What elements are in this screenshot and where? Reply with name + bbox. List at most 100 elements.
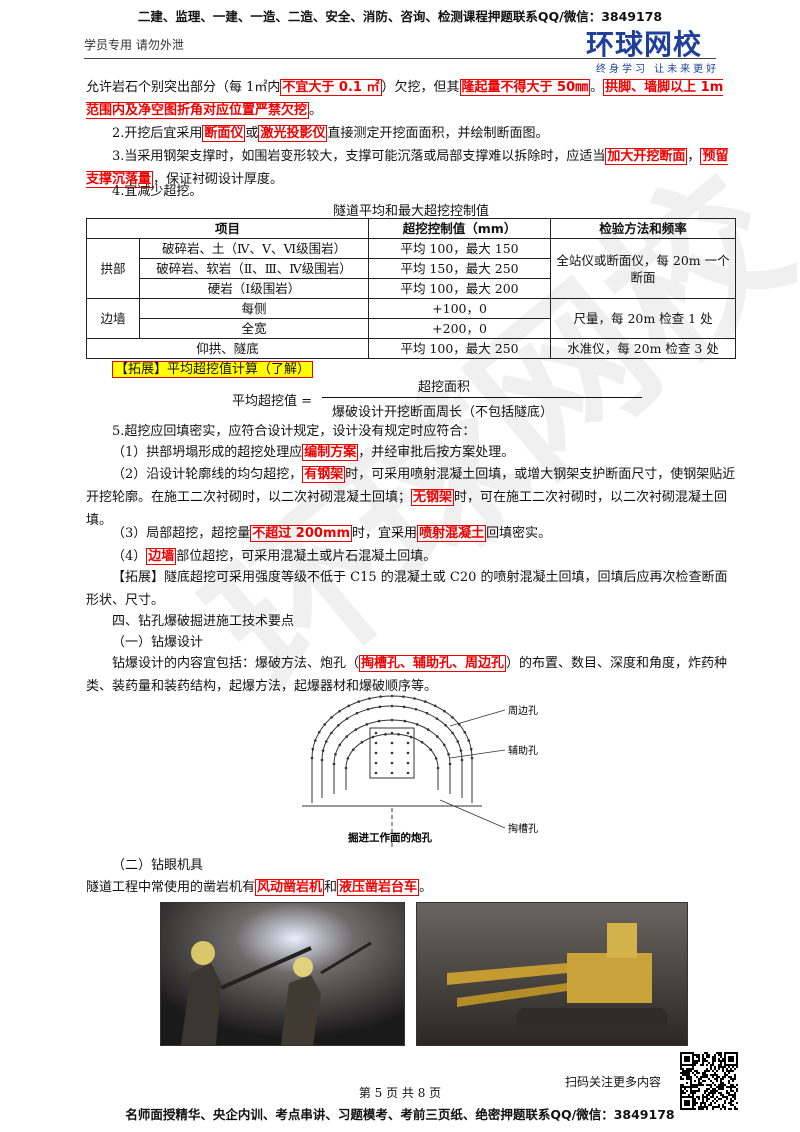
cut-hole-dot — [374, 761, 378, 765]
subheading-drilling-tools: （二）钻眼机具 — [112, 858, 204, 873]
diagram-caption: 掘进工作面的炮孔 — [348, 831, 432, 844]
blast-hole-dot — [313, 739, 317, 742]
blast-hole-dot — [321, 749, 325, 752]
blast-hole-dot — [402, 695, 405, 698]
logo-slogan: 终身学习 让未来更好 — [596, 64, 720, 75]
blast-hole-dot — [324, 740, 328, 743]
highlight: 加大开挖断面 — [605, 148, 688, 165]
paragraph-9: （4）边墙部位超挖，可采用混凝土或片石混凝土回填。 — [112, 548, 437, 565]
cut-hole-dot — [406, 761, 410, 765]
blast-hole-dot — [323, 723, 326, 726]
paragraph-11: 钻爆设计的内容宜包括：爆破方法、炮孔（掏槽孔、辅助孔、周边孔）的布置、数目、深度… — [86, 655, 728, 694]
table-row: 全宽 +200，0 — [87, 318, 736, 339]
blast-hole-dot — [456, 740, 460, 743]
cut-hole-dot — [406, 751, 410, 755]
blast-hole-dot — [345, 717, 349, 720]
blast-hole-dot — [444, 723, 447, 727]
blast-hole-dot — [433, 704, 437, 708]
highlight: 隆起量不得大于 50㎜ — [459, 79, 591, 96]
blast-hole-dot — [436, 735, 439, 738]
blast-hole-dot — [467, 739, 471, 742]
blast-hole-dot — [470, 756, 474, 760]
blast-hole-dot — [379, 695, 382, 698]
blast-hole-dot — [415, 723, 419, 726]
cut-hole-dot — [406, 731, 410, 735]
blast-hole-dot — [463, 730, 467, 734]
blast-hole-dot — [377, 719, 381, 723]
blast-hole-dot — [448, 762, 452, 766]
paragraph-5: 5.超挖应回填密实，应符合设计规定，设计没有规定时应符合： — [112, 424, 476, 439]
blast-hole-dot — [425, 711, 429, 715]
qr-code[interactable] — [680, 1052, 738, 1110]
blast-hole-dot — [355, 711, 359, 715]
highlight: 不超过 200mm — [250, 525, 353, 542]
logo-text: 环球网校 — [586, 28, 703, 61]
blast-hole-dot — [320, 758, 324, 762]
blast-hole-dot — [390, 718, 394, 722]
table-row: 边墙 每侧 +100，0 尺量，每 20m 检查 1 处 — [86, 298, 736, 339]
highlight: 无钢架 — [411, 489, 455, 506]
blast-hole-dot — [402, 705, 406, 709]
paragraph-2: 2.开挖后宜采用断面仪或激光投影仪直接测定开挖面面积，并绘制断面图。 — [112, 125, 549, 142]
highlight: 有钢架 — [302, 466, 346, 483]
top-banner: 二建、监理、一建、一造、二造、安全、消防、咨询、检测课程押题联系QQ/微信：38… — [137, 9, 663, 24]
cut-hole-dot — [374, 731, 378, 735]
table-row: 破碎岩、软岩（Ⅱ、Ⅲ、Ⅳ级围岩） 平均 150，最大 250 — [87, 258, 736, 279]
blast-hole-dot — [344, 766, 348, 770]
student-note: 学员专用 请勿外泄 — [84, 38, 184, 52]
blast-hole-dot — [346, 757, 350, 760]
overbreak-table: 项目 超挖控制值（mm） 检验方法和频率 拱部 破碎岩、土（Ⅳ、Ⅴ、Ⅵ级围岩） … — [85, 218, 736, 359]
highlight: 风动凿岩机 — [255, 879, 325, 896]
table-row: 拱部 破碎岩、土（Ⅳ、Ⅴ、Ⅵ级围岩） 平均 100，最大 150 全站仪或断面仪… — [86, 238, 736, 299]
blast-hole-dot — [317, 730, 321, 734]
paragraph-10: 【拓展】隧底超挖可采用强度等级不低于 C15 的混凝土或 C20 的喷射混凝土回… — [86, 570, 728, 608]
blast-hole-dot — [451, 716, 454, 719]
blast-hole-dot — [426, 728, 430, 731]
highlight: 边墙 — [146, 548, 177, 565]
blast-hole-dot — [390, 704, 394, 708]
blast-hole-dot — [338, 709, 341, 713]
cut-hole-dot — [390, 771, 394, 775]
blast-hole-dot — [354, 728, 358, 731]
blast-hole-dot — [460, 758, 464, 762]
blast-hole-dot — [330, 716, 333, 719]
highlight: 断面仪 — [202, 125, 246, 142]
cut-hole-dot — [390, 741, 394, 745]
blast-hole-dot — [420, 741, 424, 744]
cut-hole-dot — [406, 771, 410, 775]
page-number: 第 5 页 共 8 页 — [358, 1086, 442, 1100]
blast-hole-dot — [434, 757, 438, 760]
cut-hole-dot — [374, 751, 378, 755]
blast-hole-dot — [384, 733, 387, 736]
paragraph-6: （1）拱部坍塌形成的超挖处理应编制方案，并经审批后按方案处理。 — [112, 444, 515, 461]
blast-hole-dot — [459, 749, 463, 752]
blast-hole-dot — [337, 723, 340, 727]
blast-hole-dot — [311, 747, 315, 751]
label-perimeter-holes: 周边孔 — [508, 705, 538, 717]
highlight: 激光投影仪 — [258, 125, 328, 142]
blast-hole-dot — [442, 743, 446, 747]
blast-hole-dot — [469, 747, 473, 751]
scan-qr-note: 扫码关注更多内容 — [565, 1075, 662, 1089]
cut-hole-dot — [390, 751, 394, 755]
section-heading-4: 四、钻孔爆破掘进施工技术要点 — [112, 614, 295, 629]
blast-hole-dot — [451, 731, 454, 735]
blast-hole-dot — [345, 735, 348, 738]
blast-hole-dot — [423, 700, 427, 703]
blast-hole-dot — [409, 735, 413, 739]
blast-hole-dot — [357, 700, 361, 703]
blast-hole-dot — [378, 705, 382, 709]
header-divider — [84, 58, 716, 59]
highlight: 液压凿岩台车 — [337, 879, 420, 896]
bottom-banner: 名师面授精华、央企内训、考点串讲、习题模考、考前三页纸、绝密押题联系QQ/微信：… — [125, 1107, 675, 1122]
blast-hole-dot — [338, 743, 342, 747]
blast-hole-dot — [390, 694, 394, 698]
blast-hole-dot — [365, 723, 369, 726]
blast-hole-dot — [347, 704, 351, 708]
paragraph-7: （2）沿设计轮廓线的均匀超挖，有钢架时，可采用喷射混凝土回填，或增大钢架支护断面… — [86, 466, 736, 528]
blast-hole-dot — [360, 741, 364, 744]
highlight: 不宜大于 0.1 ㎡ — [280, 79, 382, 96]
table-header-row: 项目 超挖控制值（mm） 检验方法和频率 — [85, 218, 736, 239]
blast-hole-dot — [334, 752, 337, 756]
